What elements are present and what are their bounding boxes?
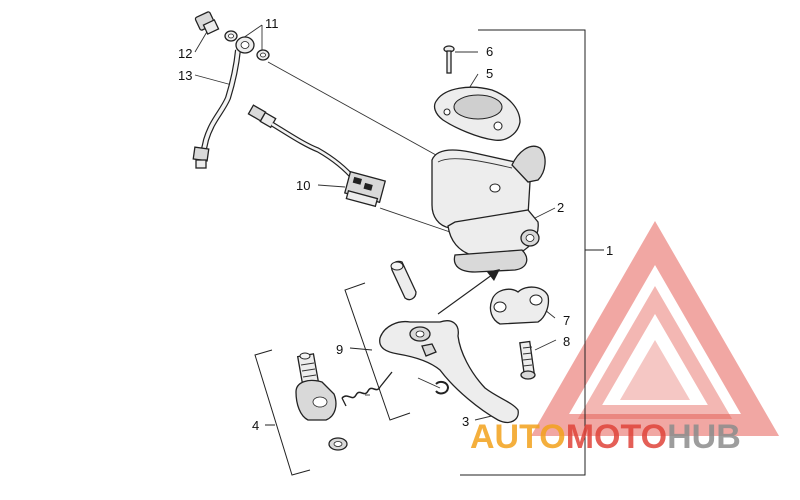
watermark-logo xyxy=(530,220,780,436)
bracket-group-4 xyxy=(254,349,311,476)
callout-4: 4 xyxy=(252,418,259,433)
callout-13: 13 xyxy=(178,68,192,83)
assembly-arrow xyxy=(437,269,500,315)
switch-nut xyxy=(328,437,348,451)
callout-8: 8 xyxy=(563,334,570,349)
reservoir-cap xyxy=(433,86,521,141)
callout-2: 2 xyxy=(557,200,564,215)
handlebar-clamp xyxy=(489,286,550,325)
callout-11: 11 xyxy=(265,16,279,31)
banjo-bolt xyxy=(194,11,220,35)
callout-9: 9 xyxy=(336,342,343,357)
watermark-word-moto: MOTO xyxy=(566,418,667,456)
brake-light-switch xyxy=(295,352,337,421)
callout-1: 1 xyxy=(606,243,613,258)
watermark-text: AUTOMOTOHUB xyxy=(470,418,741,456)
brake-lever xyxy=(379,320,519,424)
pivot-pin xyxy=(390,260,417,301)
sealing-washers xyxy=(224,30,270,61)
brake-hose xyxy=(192,49,241,169)
callout-labels: 1 2 3 4 5 6 7 8 9 10 11 12 13 xyxy=(178,16,613,433)
master-cylinder-body xyxy=(431,145,546,273)
banjo-fitting xyxy=(235,36,255,54)
callout-5: 5 xyxy=(486,66,493,81)
watermark-word-auto: AUTO xyxy=(470,418,566,456)
brake-switch-harness xyxy=(247,104,387,208)
bracket-group-9 xyxy=(344,282,411,421)
svg-text:AUTOMOTOHUB: AUTOMOTOHUB xyxy=(470,418,741,456)
callout-10: 10 xyxy=(296,178,310,193)
callout-12: 12 xyxy=(178,46,192,61)
lever-spring xyxy=(341,371,393,407)
callout-7: 7 xyxy=(563,313,570,328)
clamp-bolt xyxy=(519,340,536,380)
callout-6: 6 xyxy=(486,44,493,59)
reservoir-screw xyxy=(443,45,455,74)
retaining-clip xyxy=(435,380,450,395)
watermark-word-hub: HUB xyxy=(667,418,741,456)
bracket-group-1 xyxy=(460,29,604,476)
callout-3: 3 xyxy=(462,414,469,429)
